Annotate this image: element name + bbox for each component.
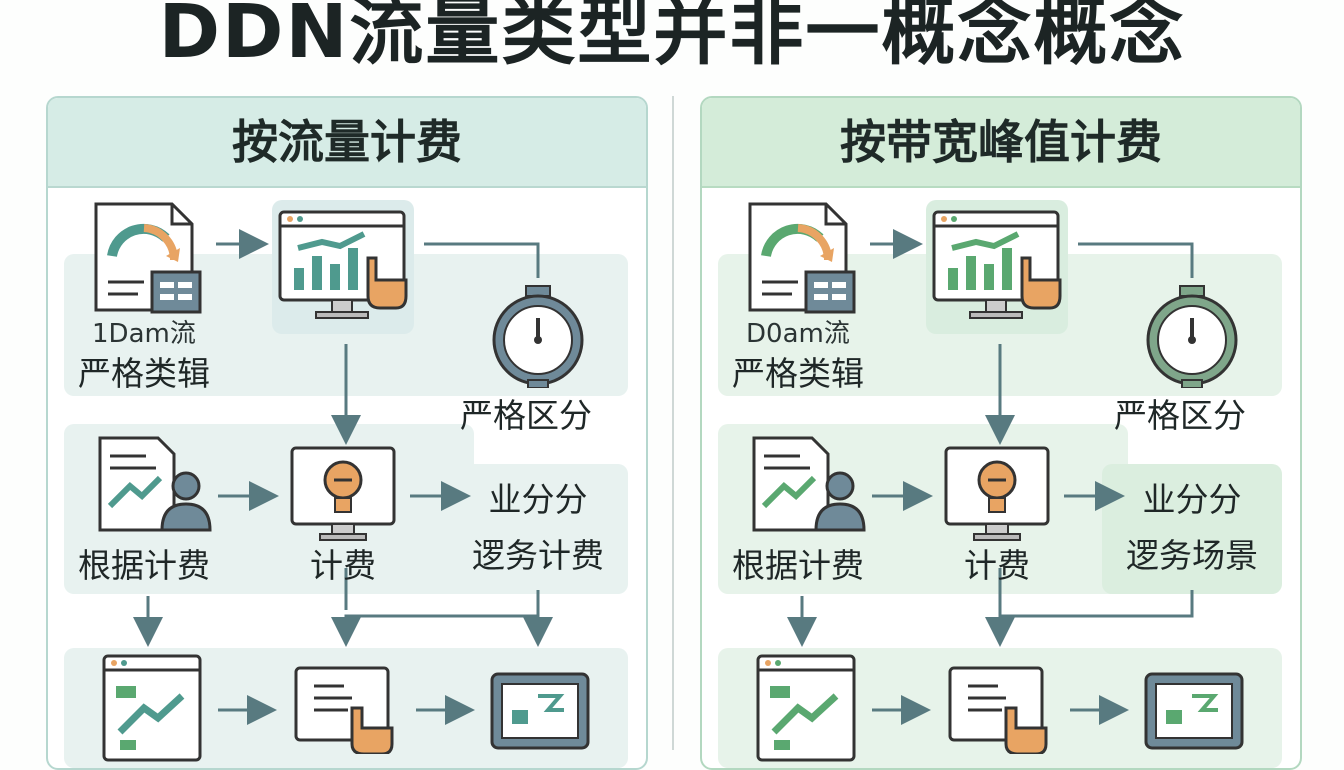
report-gauge-icon: [748, 202, 856, 314]
biz-top-label: 业分分: [488, 480, 588, 519]
stopwatch-icon: [1146, 285, 1238, 388]
panel-header-bandwidth: 按带宽峰值计费: [702, 98, 1300, 188]
doc-main-label: 严格类辑: [732, 354, 864, 393]
bulb-label: 计费: [964, 546, 1030, 585]
biz-bottom-label: 逻务计费: [472, 536, 604, 575]
document-cursor-icon: [948, 666, 1048, 754]
biz-bottom-label: 逻务场景: [1126, 536, 1258, 575]
gauge-label: 严格区分: [460, 396, 592, 435]
flow-arrows: [787, 229, 1194, 725]
user-label: 根据计费: [78, 546, 210, 585]
user-document-icon: [752, 436, 866, 532]
doc-small-label: D0am流: [746, 319, 850, 349]
chart-monitor-cursor-icon: [278, 210, 408, 319]
user-document-icon: [98, 436, 212, 532]
user-label: 根据计费: [732, 546, 864, 585]
document-cursor-icon: [294, 666, 394, 754]
lightbulb-monitor-icon: [290, 446, 396, 541]
flow-arrows: [133, 229, 553, 725]
panel-traffic-billing: 按流量计费: [46, 96, 648, 770]
biz-top-label: 业分分: [1142, 480, 1242, 519]
doc-small-label: 1Dam流: [92, 319, 196, 349]
report-gauge-icon: [94, 202, 202, 314]
lightbulb-monitor-icon: [944, 446, 1050, 541]
center-divider: [672, 96, 674, 750]
doc-main-label: 严格类辑: [78, 354, 210, 393]
bulb-label: 计费: [310, 546, 376, 585]
stopwatch-icon: [492, 285, 584, 388]
panel-bandwidth-peak-billing: 按带宽峰值计费: [700, 96, 1302, 770]
page-title: DDN流量类型并非一概念概念: [158, 0, 1186, 75]
panel-header-traffic: 按流量计费: [48, 98, 646, 188]
chart-window-icon: [102, 654, 202, 762]
monitor-icon: [1144, 672, 1244, 750]
chart-monitor-cursor-icon: [932, 210, 1062, 319]
monitor-icon: [490, 672, 590, 750]
biz-scene-background: [448, 464, 628, 594]
biz-scene-background: [1102, 464, 1282, 594]
gauge-label: 严格区分: [1114, 396, 1246, 435]
chart-window-icon: [756, 654, 856, 762]
